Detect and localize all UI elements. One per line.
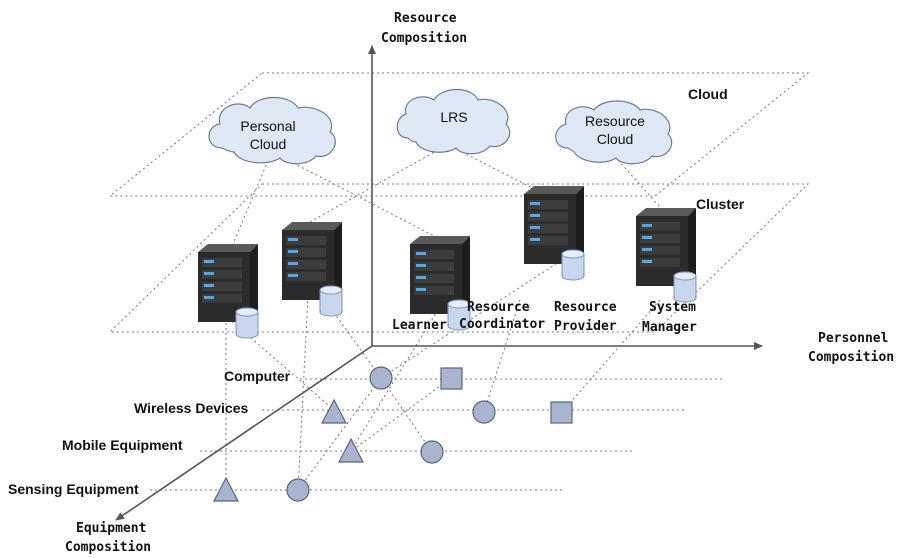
computer-label: Computer xyxy=(224,368,291,384)
circle-marker-computer xyxy=(369,366,393,390)
circle-marker-sensing xyxy=(286,478,310,502)
column-line-2 xyxy=(349,377,452,453)
wireless-label: Wireless Devices xyxy=(134,400,248,416)
cloud-layer-label: Cloud xyxy=(688,86,728,102)
learner-label: Learner xyxy=(392,318,447,333)
manager-label-2: Manager xyxy=(642,320,697,335)
provider-label-2: Provider xyxy=(554,319,617,334)
triangle-marker-wireless xyxy=(321,398,347,424)
sensing-label: Sensing Equipment xyxy=(8,481,139,497)
circle-marker-mobile xyxy=(420,440,444,464)
link-computer-mobile-circle xyxy=(380,377,433,453)
link-lrs-coordinator xyxy=(461,151,553,199)
mobile-label: Mobile Equipment xyxy=(62,437,183,453)
manager-label-1: System xyxy=(649,300,696,315)
resource-cloud-label-2: Cloud xyxy=(597,131,634,147)
circle-marker-wireless xyxy=(472,400,496,424)
resource-axis-label-2: Composition xyxy=(381,31,467,46)
square-marker-wireless xyxy=(550,401,573,424)
server-icon-1 xyxy=(197,243,259,339)
personal-cloud-label-2: Cloud xyxy=(250,136,287,152)
equipment-axis xyxy=(115,345,373,521)
lrs-cloud xyxy=(396,88,511,155)
column-line-1 xyxy=(297,377,382,491)
equipment-axis-label-2: Composition xyxy=(65,540,151,555)
link-coordinator-circle xyxy=(380,257,566,379)
link-server1-wireless xyxy=(227,317,335,411)
resource-axis-label-1: Resource xyxy=(394,11,457,26)
server-icon-coordinator xyxy=(523,185,585,281)
lrs-label: LRS xyxy=(440,109,467,125)
personnel-axis-label-2: Composition xyxy=(808,350,894,365)
cluster-layer-label: Cluster xyxy=(696,196,745,212)
resource-cloud-shape xyxy=(555,100,673,165)
provider-label-1: Resource xyxy=(554,300,617,315)
triangle-marker-sensing xyxy=(213,476,239,502)
equipment-axis-label-1: Equipment xyxy=(76,521,146,536)
coordinator-label-1: Resource xyxy=(467,300,530,315)
link-manager-square xyxy=(561,299,661,413)
link-resource-cloud-manager xyxy=(617,159,669,217)
link-server2-sensing xyxy=(297,295,309,491)
server-icon-learner xyxy=(409,235,471,331)
square-marker-computer xyxy=(440,367,463,390)
server-icon-2 xyxy=(281,221,343,317)
resource-cloud-label-1: Resource xyxy=(585,113,645,129)
triangle-marker-mobile xyxy=(338,437,364,463)
link-personal-cloud-server1 xyxy=(227,155,271,257)
personnel-axis-label-1: Personnel xyxy=(818,331,888,346)
personal-cloud xyxy=(208,97,336,165)
personal-cloud-label-1: Personal xyxy=(240,118,295,134)
coordinator-label-2: Coordinator xyxy=(459,317,545,332)
link-lrs-server2 xyxy=(309,149,439,223)
server-icon-manager xyxy=(635,207,697,303)
